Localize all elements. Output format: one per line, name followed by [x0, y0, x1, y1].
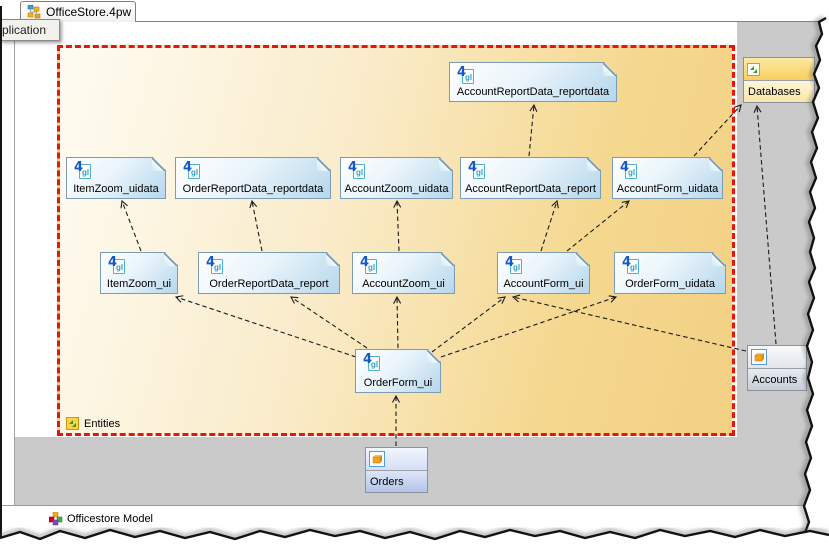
entities-group-icon: [66, 417, 79, 430]
panel-divider: [14, 22, 15, 505]
entity-icon-row: [366, 448, 427, 471]
model-root-label: Officestore Model: [67, 513, 154, 525]
partial-tab-label: plication: [2, 23, 47, 37]
module-label: AccountReportData_report: [465, 183, 596, 195]
entity-icon-row: [748, 346, 806, 369]
module-label: OrderForm_ui: [363, 377, 433, 389]
entity-node-accounts[interactable]: Accounts: [747, 345, 807, 391]
module-label: ItemZoom_ui: [106, 278, 172, 290]
entity-label: Orders: [366, 471, 427, 492]
module-label: AccountZoom_uidata: [344, 183, 449, 195]
entities-group-label: Entities: [84, 418, 121, 430]
entity-label: Accounts: [748, 369, 806, 390]
entity-label: Databases: [744, 81, 814, 102]
tab-label: OfficeStore.4pw: [46, 5, 132, 19]
module-label: AccountForm_uidata: [616, 183, 719, 195]
entity-icon-row: [744, 58, 814, 81]
tab-officestore-4pw[interactable]: OfficeStore.4pw: [20, 1, 136, 22]
tab-bar: [0, 0, 829, 22]
module-label: OrderForm_uidata: [625, 278, 715, 290]
table-cube-icon: [369, 451, 385, 467]
module-label: AccountForm_ui: [503, 278, 584, 290]
entity-node-orders[interactable]: Orders: [365, 447, 428, 493]
module-label: ItemZoom_uidata: [73, 183, 159, 195]
model-tree-icon: [27, 5, 41, 19]
module-label: AccountZoom_ui: [362, 278, 445, 290]
module-label: OrderReportData_report: [209, 278, 329, 290]
entity-node-databases[interactable]: Databases: [743, 57, 815, 103]
tab-application-partial[interactable]: plication: [0, 19, 60, 41]
tab-bar-divider: [0, 21, 829, 22]
status-bar: Officestore Model: [0, 505, 829, 548]
databases-icon: [747, 62, 760, 76]
torn-edge-left: [0, 6, 2, 542]
table-cube-icon: [751, 349, 767, 365]
module-label: OrderReportData_reportdata: [182, 183, 324, 195]
module-label: AccountReportData_reportdata: [456, 86, 610, 98]
model-root-icon: [49, 512, 63, 526]
